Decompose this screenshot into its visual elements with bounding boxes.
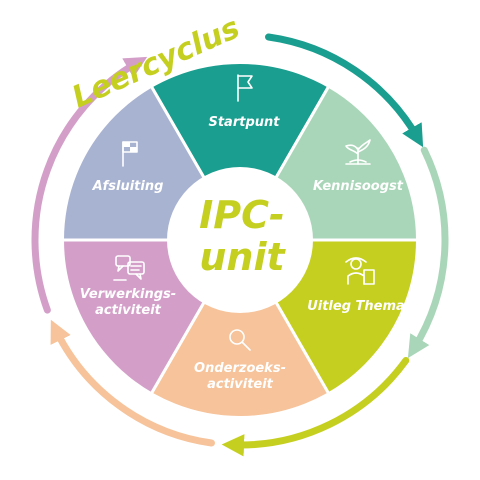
- center-title-line1: IPC-: [199, 193, 285, 237]
- label-line: activiteit: [207, 377, 274, 392]
- magnifier-icon: [229, 329, 251, 351]
- label-line: Uitleg Thema: [307, 299, 405, 314]
- label-onderzoeksactiviteit: Onderzoeks-activiteit: [194, 361, 286, 392]
- label-line: Startpunt: [208, 115, 280, 130]
- center-circle: [167, 167, 313, 313]
- label-line: Onderzoeks-: [194, 361, 286, 376]
- arrow-uitleg: [221, 356, 410, 457]
- center-title-line2: unit: [199, 235, 286, 279]
- label-kennisoogst: Kennisoogst: [313, 179, 404, 194]
- label-uitleg-thema: Uitleg Thema: [307, 299, 405, 314]
- label-line: Afsluiting: [92, 179, 164, 194]
- outer-arrows: [31, 33, 449, 457]
- sprout-icon: [345, 139, 371, 165]
- arrow-onderzoek: [50, 319, 215, 447]
- label-line: Kennisoogst: [313, 179, 404, 194]
- label-verwerkingsactiviteit: Verwerkings-activiteit: [80, 287, 176, 318]
- label-afsluiting: Afsluiting: [92, 179, 164, 194]
- arrow-startpunt: [265, 33, 424, 148]
- label-line: Verwerkings-: [80, 287, 176, 302]
- finish-flag-icon: [122, 141, 138, 167]
- arrow-kennisoogst: [407, 146, 449, 359]
- wheel-rim: [60, 60, 420, 420]
- teacher-icon: [345, 257, 375, 285]
- arrow-verwerking: [31, 56, 148, 314]
- label-startpunt: Startpunt: [208, 115, 280, 130]
- chat-icon: [113, 255, 145, 281]
- segment-icons: [113, 74, 375, 351]
- flag-icon: [237, 74, 253, 102]
- label-line: activiteit: [95, 303, 162, 318]
